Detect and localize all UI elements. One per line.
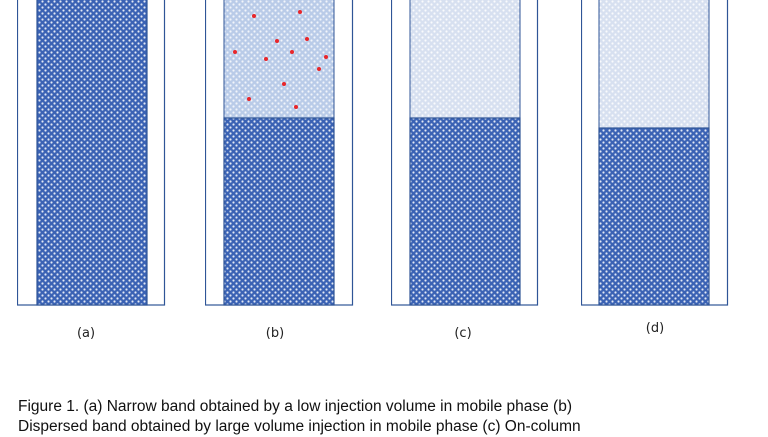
figure-caption: Figure 1. (a) Narrow band obtained by a … — [18, 397, 758, 437]
packed-bed — [36, 0, 148, 306]
packed-bed — [223, 117, 335, 306]
analyte-dot — [317, 67, 321, 71]
panel-label-d: (d) — [645, 321, 665, 336]
analyte-dot — [324, 55, 328, 59]
analyte-dot — [252, 14, 256, 18]
analyte-dots — [233, 10, 328, 109]
caption-line-2: Dispersed band obtained by large volume … — [18, 418, 581, 435]
panel-label-c: (c) — [454, 326, 472, 341]
panel-label-b: (b) — [265, 326, 285, 341]
column-d — [581, 0, 731, 308]
analyte-dot — [264, 57, 268, 61]
analyte-dot — [298, 10, 302, 14]
injection-zone — [223, 0, 335, 119]
analyte-dot — [282, 82, 286, 86]
packed-bed — [409, 117, 521, 306]
analyte-dot — [305, 37, 309, 41]
column-b — [205, 0, 355, 308]
analyte-dot — [247, 97, 251, 101]
analyte-dot — [294, 105, 298, 109]
analyte-dot — [233, 50, 237, 54]
analyte-dot — [275, 39, 279, 43]
column-c — [391, 0, 541, 308]
analyte-dot — [290, 50, 294, 54]
packed-bed — [598, 127, 710, 306]
upper-zone — [409, 0, 521, 119]
panel-label-a: (a) — [76, 326, 96, 341]
caption-line-1: Figure 1. (a) Narrow band obtained by a … — [18, 398, 572, 415]
upper-zone — [598, 0, 710, 129]
column-a — [17, 0, 167, 308]
